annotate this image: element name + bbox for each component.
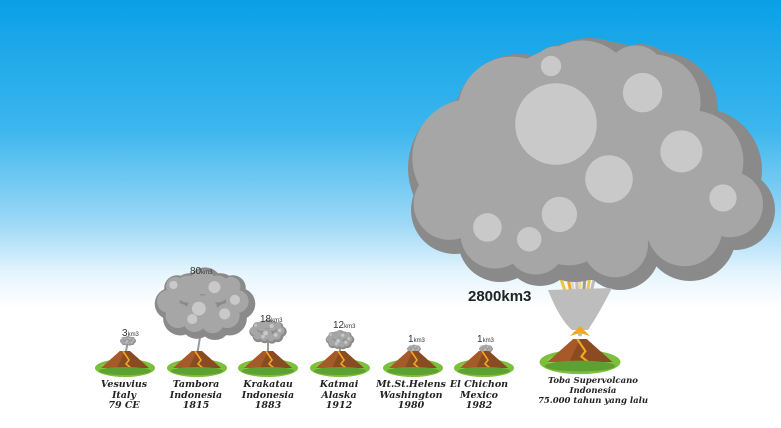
volcano-year: 1912 [325, 400, 353, 411]
volume-mt-st-helens: 1km3 [408, 329, 425, 347]
volume-krakatau: 18km3 [260, 309, 282, 327]
volcano-name: Toba Supervolcano [548, 376, 638, 386]
volcano-toba [539, 338, 621, 375]
volcano-place: Alaska [321, 389, 357, 401]
volume-tambora: 80km3 [190, 261, 212, 279]
volcano-place: Indonesia [169, 389, 223, 401]
label-toba: Toba Supervolcano Indonesia 75.000 tahun… [528, 376, 658, 406]
volcano-name: Mt.St.Helens [376, 379, 446, 390]
label-katmai: Katmai Alaska 1912 [279, 379, 399, 412]
volcano-place: Italy [111, 389, 137, 401]
volcano-vesuvius [95, 350, 155, 377]
volcano-name: Katmai [319, 379, 359, 390]
ash-cloud-mt-st-helens [407, 344, 421, 354]
crater-flash [570, 326, 590, 336]
volcano-name: Tambora [172, 379, 220, 390]
volume-unit: km3 [482, 338, 494, 344]
volcano-katmai [310, 350, 370, 377]
volcano-place: Indonesia [241, 389, 295, 401]
volume-unit: km3 [201, 270, 213, 276]
ash-cloud-toba [408, 38, 775, 337]
volcano-name: El Chichon [449, 379, 509, 390]
volume-value: 1 [477, 334, 483, 345]
volcano-mt-st-helens [383, 350, 443, 377]
ash-cloud-tambora [154, 267, 256, 341]
volcano-place: Mexico [460, 389, 498, 401]
volume-katmai: 12km3 [333, 315, 355, 333]
label-mt-st-helens: Mt.St.Helens Washington 1980 [351, 379, 471, 412]
volcano-year: 75.000 tahun yang lalu [537, 396, 649, 406]
volume-value: 12 [333, 320, 345, 331]
volcano-year: 79 CE [108, 400, 140, 411]
volume-unit: km3 [127, 332, 139, 338]
volume-vesuvius: 3km3 [122, 323, 139, 341]
ash-cloud-krakatau [249, 319, 287, 344]
volcano-krakatau [238, 350, 298, 377]
volcano-tambora [167, 350, 227, 377]
volcano-year: 1982 [465, 400, 493, 411]
label-tambora: Tambora Indonesia 1815 [136, 379, 256, 412]
volcano-name: Krakatau [243, 379, 293, 390]
volume-unit: km3 [271, 318, 283, 324]
volcano-el-chichon [454, 350, 514, 377]
volume-value: 80 [190, 266, 202, 277]
volcano-place: Indonesia [569, 386, 617, 396]
volume-value: 1 [408, 334, 414, 345]
volume-unit: km3 [413, 338, 425, 344]
volume-toba: 2800km3 [468, 288, 532, 305]
volcano-name: Vesuvius [100, 379, 148, 390]
ash-cloud-vesuvius [120, 335, 136, 346]
volume-value: 3 [122, 328, 128, 339]
volume-unit: km3 [344, 324, 356, 330]
volume-el-chichon: 1km3 [477, 329, 494, 347]
volcano-year: 1980 [397, 400, 425, 411]
label-el-chichon: El Chichon Mexico 1982 [419, 379, 539, 412]
volcano-year: 1815 [182, 400, 210, 411]
ash-cloud-katmai [325, 329, 355, 350]
volcano-place: Washington [379, 389, 443, 401]
volcano-year: 1883 [254, 400, 282, 411]
volume-value: 18 [260, 314, 272, 325]
label-krakatau: Krakatau Indonesia 1883 [208, 379, 328, 412]
label-vesuvius: Vesuvius Italy 79 CE [64, 379, 184, 412]
